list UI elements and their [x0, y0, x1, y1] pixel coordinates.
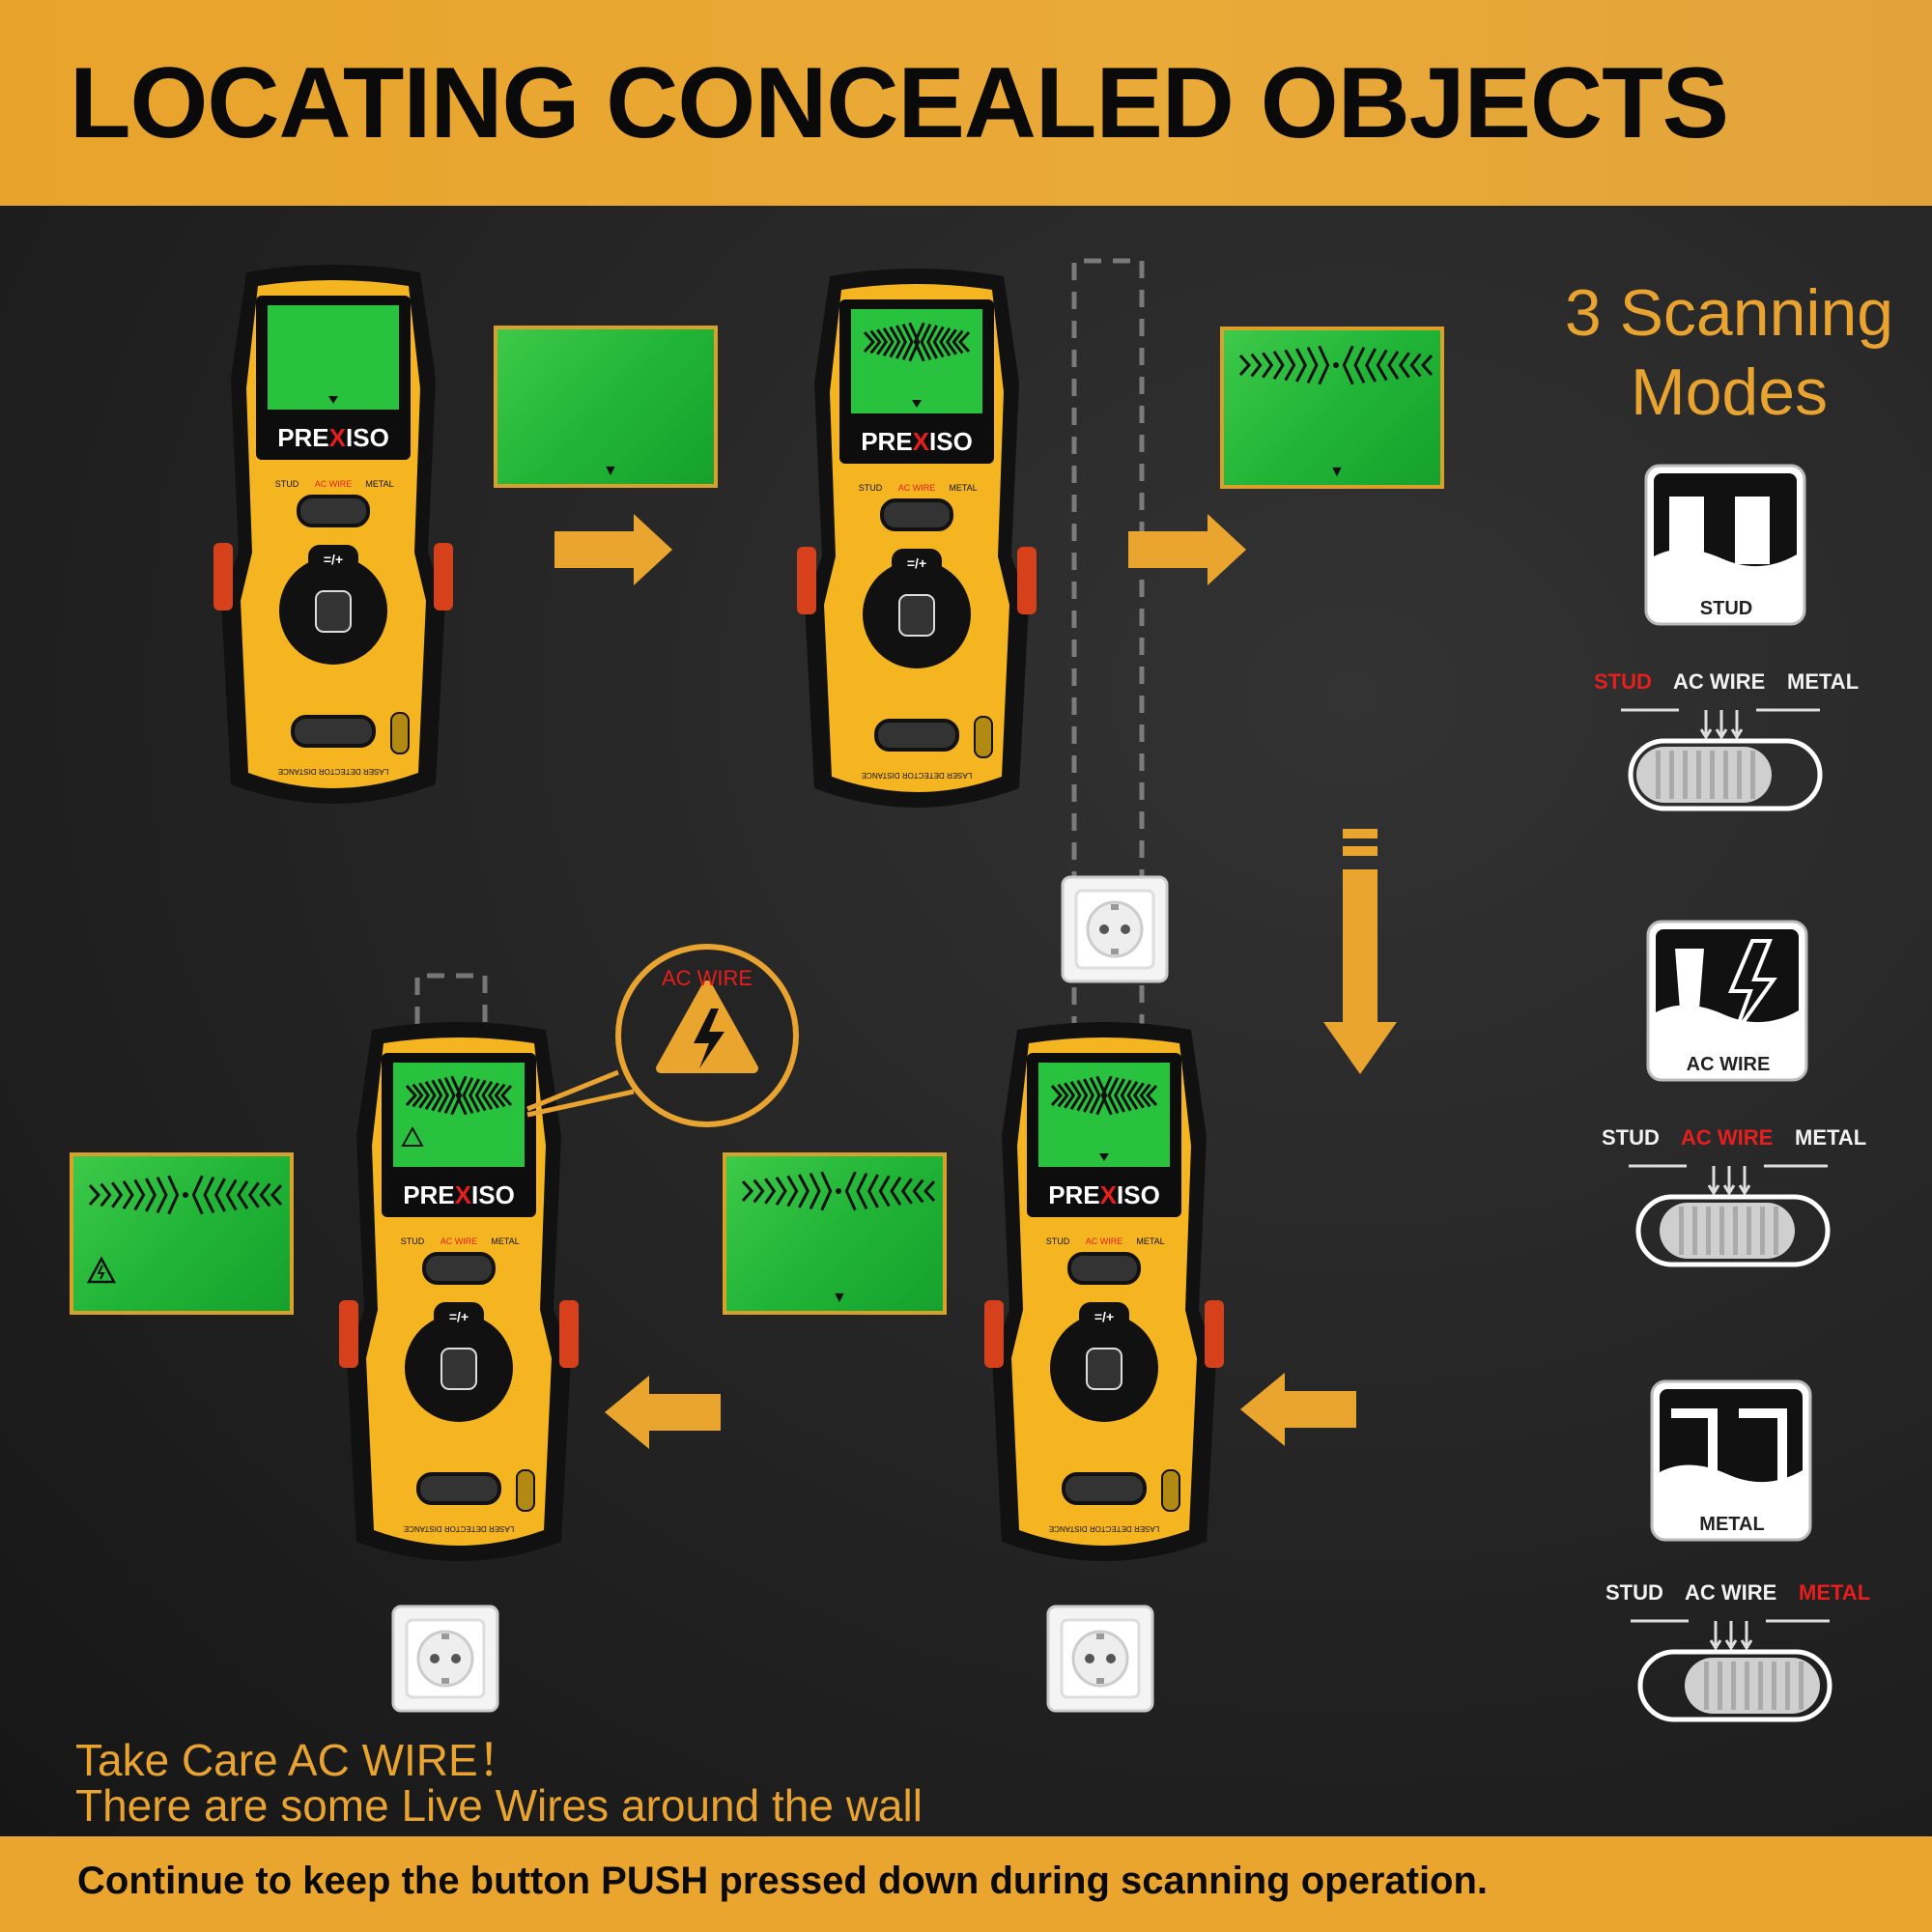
svg-text:LASER DETECTOR DISTANCE: LASER DETECTOR DISTANCE	[1049, 1524, 1159, 1533]
lcd-screen-signal: ▼	[1220, 327, 1444, 489]
high-voltage-warning-icon	[656, 980, 758, 1073]
svg-text:AC WIRE: AC WIRE	[898, 483, 936, 493]
switch-label-metal: METAL	[1799, 1580, 1871, 1605]
lcd-screen-empty: ▼	[494, 326, 718, 488]
svg-text:=/+: =/+	[449, 1309, 469, 1324]
arrow-right-icon-2	[1128, 514, 1246, 585]
switch-label-ac-wire: AC WIRE	[1673, 669, 1766, 694]
svg-text:=/+: =/+	[1094, 1309, 1114, 1324]
modes-title: 3 Scanning Modes	[1564, 276, 1894, 429]
svg-text:STUD: STUD	[859, 483, 883, 493]
stud-mode-icon: STUD	[1644, 464, 1806, 626]
ac-wire-callout-label: AC WIRE	[661, 966, 753, 990]
switch-label-ac-wire: AC WIRE	[1681, 1125, 1774, 1150]
arrow-down-icon	[1323, 829, 1397, 1074]
stud-finder-device-1: PREXISO STUD AC WIRE METAL =/+ LASER DETECTOR…	[213, 265, 453, 804]
svg-text:METAL: METAL	[949, 483, 977, 493]
svg-text:STUD: STUD	[1700, 598, 1752, 619]
svg-text:AC WIRE: AC WIRE	[1687, 1054, 1771, 1075]
switch-label-metal: METAL	[1787, 669, 1860, 694]
wall-socket-icon-3	[1046, 1605, 1154, 1713]
svg-text:PREXISO: PREXISO	[277, 423, 389, 452]
svg-text:PREXISO: PREXISO	[403, 1180, 515, 1209]
svg-text:AC WIRE: AC WIRE	[315, 479, 353, 489]
signal-wave-icon	[1238, 345, 1434, 385]
lcd-screen-signal-2: ▼	[723, 1152, 947, 1315]
switch-label-metal: METAL	[1795, 1125, 1867, 1150]
wall-socket-icon-1	[1061, 875, 1169, 983]
mode-slide-switch	[1621, 708, 1823, 811]
switch-label-stud: STUD	[1605, 1580, 1663, 1605]
arrow-left-icon-1	[605, 1376, 721, 1449]
svg-text:STUD: STUD	[275, 479, 299, 489]
switch-label-stud: STUD	[1594, 669, 1652, 694]
svg-text:STUD: STUD	[1046, 1236, 1070, 1246]
warning-line-1: Take Care AC WIRE！	[75, 1735, 523, 1785]
warning-line-2: There are some Live Wires around the wal…	[75, 1780, 923, 1831]
pointer-icon: ▼	[603, 463, 618, 479]
signal-wave-icon	[741, 1171, 936, 1211]
signal-wave-icon	[86, 1175, 283, 1284]
lcd-screen-ac-wire	[70, 1152, 294, 1315]
svg-text:PREXISO: PREXISO	[1048, 1180, 1160, 1209]
svg-text:LASER DETECTOR DISTANCE: LASER DETECTOR DISTANCE	[278, 767, 388, 776]
mode-slide-switch	[1629, 1164, 1831, 1267]
arrow-right-icon-1	[554, 514, 672, 585]
ac-wire-callout	[526, 944, 799, 1127]
warning-triangle-icon	[86, 1256, 117, 1284]
wall-socket-icon-2	[391, 1605, 499, 1713]
switch-label-ac-wire: AC WIRE	[1685, 1580, 1777, 1605]
ac-wire-mode-icon: AC WIRE	[1646, 920, 1808, 1082]
pointer-icon: ▼	[1329, 464, 1345, 480]
arrow-left-icon-2	[1240, 1373, 1356, 1446]
svg-text:METAL: METAL	[365, 479, 393, 489]
page-title: LOCATING CONCEALED OBJECTS	[70, 47, 1729, 159]
svg-text:AC WIRE: AC WIRE	[1086, 1236, 1123, 1246]
svg-text:METAL: METAL	[1699, 1514, 1764, 1535]
svg-text:=/+: =/+	[907, 555, 926, 571]
footer-instruction: Continue to keep the button PUSH pressed…	[77, 1860, 1489, 1902]
metal-mode-icon: METAL	[1650, 1379, 1812, 1542]
mode-slide-switch	[1631, 1619, 1833, 1722]
footer-banner: Continue to keep the button PUSH pressed…	[0, 1836, 1932, 1932]
switch-label-stud: STUD	[1602, 1125, 1660, 1150]
stud-finder-device-3: PREXISO STUD AC WIRE METAL =/+ LASER DETECTOR…	[339, 1022, 579, 1561]
svg-text:LASER DETECTOR DISTANCE: LASER DETECTOR DISTANCE	[404, 1524, 514, 1533]
svg-text:AC WIRE: AC WIRE	[440, 1236, 478, 1246]
svg-text:LASER DETECTOR DISTANCE: LASER DETECTOR DISTANCE	[862, 771, 972, 780]
svg-text:STUD: STUD	[401, 1236, 425, 1246]
svg-text:METAL: METAL	[491, 1236, 519, 1246]
pointer-icon: ▼	[832, 1290, 847, 1306]
svg-text:METAL: METAL	[1136, 1236, 1164, 1246]
svg-text:=/+: =/+	[324, 552, 343, 567]
stud-finder-device-4: PREXISO STUD AC WIRE METAL =/+ LASER DETECTOR…	[984, 1022, 1224, 1561]
svg-text:PREXISO: PREXISO	[861, 427, 973, 456]
stud-finder-device-2: PREXISO STUD AC WIRE METAL =/+ LASER DETECTOR…	[797, 269, 1037, 808]
header-banner: LOCATING CONCEALED OBJECTS	[0, 0, 1932, 206]
